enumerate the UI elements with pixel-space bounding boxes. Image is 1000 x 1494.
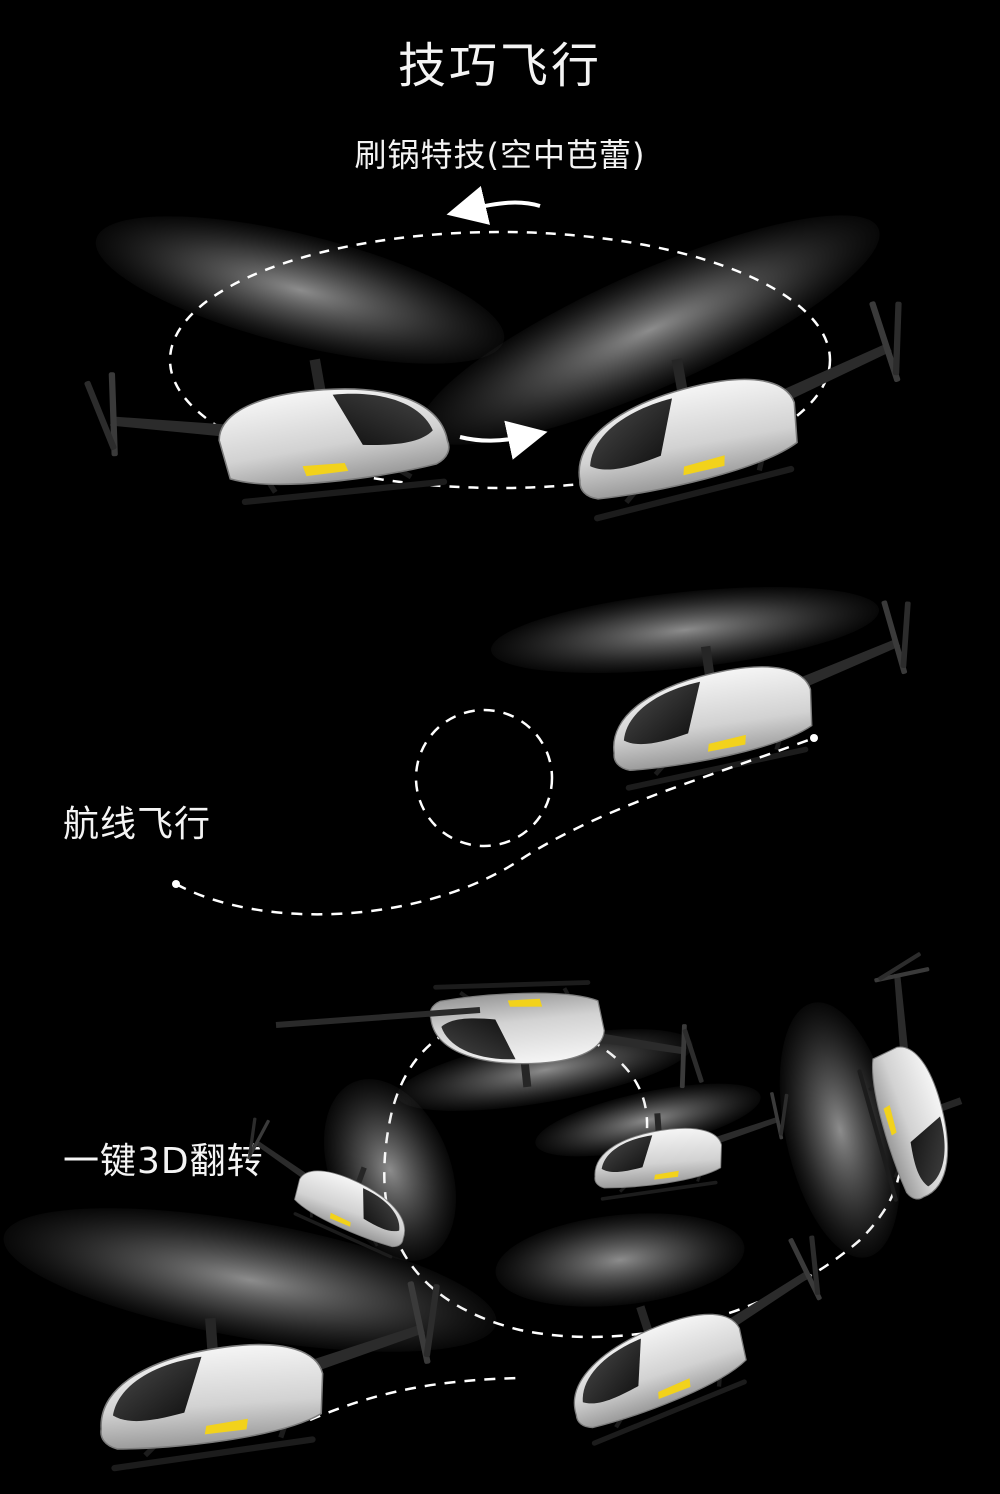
orbit-path bbox=[168, 230, 832, 490]
loop-path bbox=[414, 708, 554, 848]
rotor-disc bbox=[95, 216, 505, 364]
route-illustration bbox=[172, 587, 931, 916]
ballet-illustration bbox=[83, 185, 930, 540]
flight-route-path bbox=[175, 736, 815, 916]
section-label-3d-flip: 一键3D翻转 bbox=[63, 1141, 264, 1182]
flip-path bbox=[309, 1376, 521, 1422]
tail-boom bbox=[275, 1007, 481, 1028]
flip-illustration bbox=[3, 950, 1000, 1468]
arrow-left-icon bbox=[446, 185, 541, 225]
rotor-disc bbox=[420, 215, 880, 445]
route-start-dot bbox=[172, 880, 180, 888]
route-end-dot bbox=[810, 734, 818, 742]
rotor-disc bbox=[535, 1083, 761, 1157]
rotor-disc bbox=[495, 1213, 745, 1307]
rotor-disc bbox=[3, 1208, 497, 1352]
arrow-right-icon bbox=[459, 420, 548, 460]
rotor-disc bbox=[779, 1002, 901, 1258]
rotor-disc bbox=[397, 1029, 693, 1111]
section-label-route-flight: 航线飞行 bbox=[63, 804, 212, 845]
flip-path bbox=[383, 1015, 902, 1339]
page-title: 技巧飞行 bbox=[397, 38, 602, 94]
rotor-disc bbox=[491, 587, 879, 673]
section-subtitle-ballet: 刷锅特技(空中芭蕾) bbox=[354, 136, 646, 174]
